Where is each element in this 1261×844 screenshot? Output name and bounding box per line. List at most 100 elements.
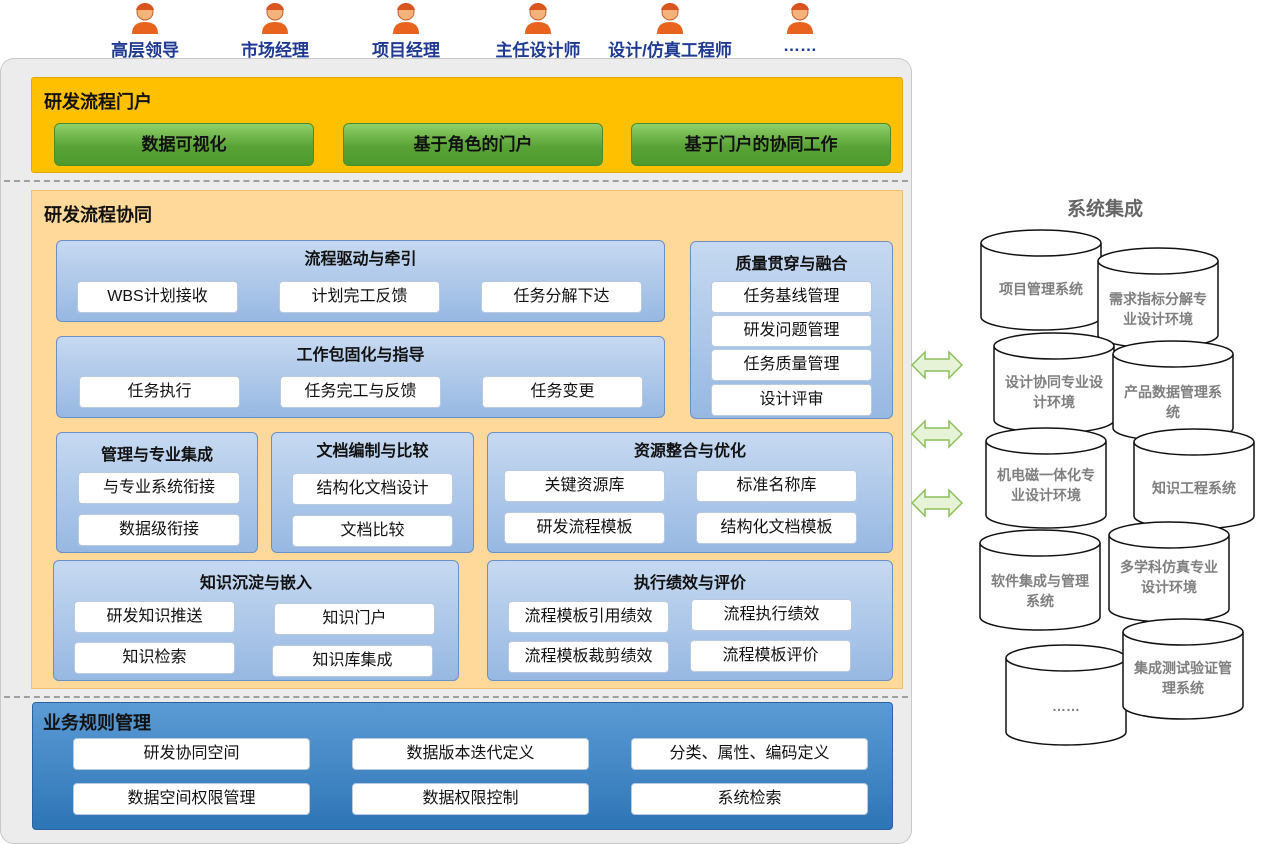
role-label: 主任设计师 xyxy=(495,41,581,60)
system-label: …… xyxy=(1052,698,1080,714)
document-item: 文档比较 xyxy=(292,515,453,547)
knowledge-item: 研发知识推送 xyxy=(74,601,235,633)
quality-item: 任务基线管理 xyxy=(711,281,872,313)
person-icon xyxy=(787,2,813,34)
system-label: 软件集成与管理 xyxy=(991,573,1089,589)
management-item: 数据级衔接 xyxy=(78,514,240,546)
business-item: 数据权限控制 xyxy=(352,783,589,815)
portal-collaboration-box: 基于门户的协同工作 xyxy=(631,123,891,166)
system-label: 知识工程系统 xyxy=(1152,480,1236,496)
quality-item: 任务质量管理 xyxy=(711,349,872,381)
panel-title: 流程驱动与牵引 xyxy=(304,251,417,268)
person-icon xyxy=(262,2,288,34)
system-label: 设计环境 xyxy=(1141,579,1197,595)
knowledge-item: 知识库集成 xyxy=(272,645,433,677)
resource-item: 标准名称库 xyxy=(696,470,857,502)
system-label: 集成测试验证管 xyxy=(1134,660,1232,676)
system-integration-test: 集成测试验证管理系统 xyxy=(1122,618,1244,720)
system-electromechanical: 机电磁一体化专业设计环境 xyxy=(985,427,1107,529)
panel-title: 知识沉淀与嵌入 xyxy=(199,575,312,592)
database-cylinder-icon xyxy=(1112,340,1234,442)
system-label: 产品数据管理系 xyxy=(1124,384,1222,400)
system-label: 设计协同专业设 xyxy=(1005,374,1103,390)
panel-title: 工作包固化与指导 xyxy=(296,347,425,364)
database-cylinder-icon xyxy=(1122,618,1244,720)
person-icon xyxy=(525,2,551,34)
panel-title: 管理与专业集成 xyxy=(100,447,213,464)
data-visualization-box: 数据可视化 xyxy=(54,123,314,166)
system-pdm: 产品数据管理系统 xyxy=(1112,340,1234,442)
system-software-integration: 软件集成与管理系统 xyxy=(979,529,1101,631)
work-package-item: 任务变更 xyxy=(482,376,643,408)
work-package-item: 任务完工与反馈 xyxy=(280,376,441,408)
collaboration-layer: 研发流程协同 流程驱动与牵引 WBS计划接收 计划完工反馈 任务分解下达 工作包… xyxy=(31,190,903,689)
business-item: 数据空间权限管理 xyxy=(73,783,310,815)
performance-panel: 执行绩效与评价 流程模板引用绩效 流程执行绩效 流程模板裁剪绩效 流程模板评价 xyxy=(487,560,893,681)
role-label: 高层领导 xyxy=(111,41,179,60)
quality-panel: 质量贯穿与融合 任务基线管理 研发问题管理 任务质量管理 设计评审 xyxy=(690,241,893,419)
system-label: 统 xyxy=(1166,404,1180,420)
resource-item: 关键资源库 xyxy=(504,470,665,502)
resource-item: 研发流程模板 xyxy=(504,512,665,544)
panel-title: 文档编制与比较 xyxy=(316,443,429,460)
role-label: …… xyxy=(783,36,817,55)
performance-item: 流程模板裁剪绩效 xyxy=(508,641,669,673)
role-label: 市场经理 xyxy=(241,41,309,60)
integration-title: 系统集成 xyxy=(1066,199,1143,220)
business-rules-layer: 业务规则管理 研发协同空间 数据版本迭代定义 分类、属性、编码定义 数据空间权限… xyxy=(32,702,893,830)
system-project-management: 项目管理系统 xyxy=(980,229,1102,331)
document-panel: 文档编制与比较 结构化文档设计 文档比较 xyxy=(271,432,474,553)
portal-title: 研发流程门户 xyxy=(44,92,152,112)
person-icon xyxy=(132,2,158,34)
system-label: 业设计环境 xyxy=(1011,487,1081,503)
panel-title: 质量贯穿与融合 xyxy=(735,256,848,273)
process-drive-panel: 流程驱动与牵引 WBS计划接收 计划完工反馈 任务分解下达 xyxy=(56,240,665,322)
panel-title: 资源整合与优化 xyxy=(633,443,746,460)
portal-layer: 研发流程门户 数据可视化 基于角色的门户 基于门户的协同工作 xyxy=(31,77,903,173)
double-arrow-icon xyxy=(911,488,963,518)
performance-item: 流程模板评价 xyxy=(690,640,851,672)
process-drive-item: 任务分解下达 xyxy=(481,281,642,313)
system-label: 理系统 xyxy=(1162,680,1204,696)
system-multidiscipline-sim: 多学科仿真专业设计环境 xyxy=(1108,521,1230,623)
person-icon xyxy=(657,2,683,34)
system-design-collab: 设计协同专业设计环境 xyxy=(993,332,1115,434)
system-label: 系统 xyxy=(1026,593,1054,609)
database-cylinder-icon xyxy=(980,229,1102,331)
business-title: 业务规则管理 xyxy=(43,713,151,733)
business-item: 分类、属性、编码定义 xyxy=(631,738,868,770)
double-arrow-icon xyxy=(911,419,963,449)
system-label: 计环境 xyxy=(1033,394,1075,410)
quality-item: 研发问题管理 xyxy=(711,315,872,347)
business-item: 研发协同空间 xyxy=(73,738,310,770)
database-cylinder-icon xyxy=(979,529,1101,631)
double-arrow-icon xyxy=(911,350,963,380)
role-label: 设计/仿真工程师 xyxy=(608,41,732,60)
knowledge-panel: 知识沉淀与嵌入 研发知识推送 知识门户 知识检索 知识库集成 xyxy=(53,560,459,681)
knowledge-item: 知识检索 xyxy=(74,642,235,674)
system-label: 需求指标分解专 xyxy=(1109,291,1207,307)
business-item: 系统检索 xyxy=(631,783,868,815)
management-item: 与专业系统衔接 xyxy=(78,472,240,504)
system-label: 多学科仿真专业 xyxy=(1120,559,1218,575)
work-package-item: 任务执行 xyxy=(79,376,240,408)
system-knowledge-engineering: 知识工程系统 xyxy=(1133,428,1255,530)
database-cylinder-icon xyxy=(1005,644,1127,746)
work-package-panel: 工作包固化与指导 任务执行 任务完工与反馈 任务变更 xyxy=(56,336,665,418)
database-cylinder-icon xyxy=(1108,521,1230,623)
resource-panel: 资源整合与优化 关键资源库 标准名称库 研发流程模板 结构化文档模板 xyxy=(487,432,893,553)
person-icon xyxy=(393,2,419,34)
database-cylinder-icon xyxy=(993,332,1115,434)
document-item: 结构化文档设计 xyxy=(292,473,453,505)
system-label: 机电磁一体化专 xyxy=(997,467,1095,483)
system-label: 项目管理系统 xyxy=(999,281,1083,297)
role-based-portal-box: 基于角色的门户 xyxy=(343,123,603,166)
management-panel: 管理与专业集成 与专业系统衔接 数据级衔接 xyxy=(56,432,258,553)
role-label: 项目经理 xyxy=(372,41,440,60)
resource-item: 结构化文档模板 xyxy=(696,512,857,544)
system-label: 业设计环境 xyxy=(1123,311,1193,327)
performance-item: 流程模板引用绩效 xyxy=(508,601,669,633)
quality-item: 设计评审 xyxy=(711,384,872,416)
system-more: …… xyxy=(1005,644,1127,746)
process-drive-item: WBS计划接收 xyxy=(77,281,238,313)
